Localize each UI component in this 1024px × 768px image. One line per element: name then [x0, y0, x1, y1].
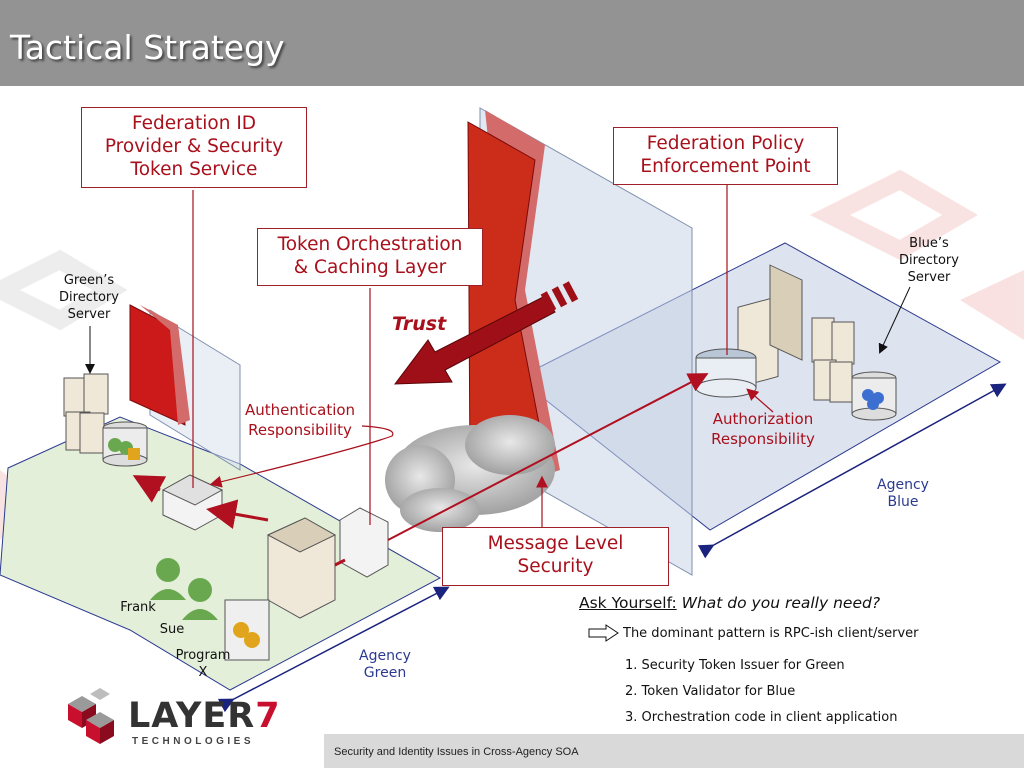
- auth-resp-line2: Responsibility: [248, 421, 352, 439]
- ask-question: What do you really need?: [681, 594, 881, 612]
- title-bar: Tactical Strategy: [0, 0, 1024, 86]
- agency-green-label: Agency Green: [350, 648, 420, 682]
- program-x-label: Program X: [168, 647, 238, 681]
- federation-id-line2: Provider & Security: [104, 136, 284, 157]
- network-cloud: [385, 415, 555, 532]
- fed-policy-line2: Enforcement Point: [640, 156, 811, 177]
- greens-dir-line3: Server: [67, 307, 111, 322]
- needs-list: 1. Security Token Issuer for Green 2. To…: [625, 653, 897, 731]
- program-line1: Program: [175, 648, 231, 663]
- agency-blue-label: Agency Blue: [868, 477, 938, 511]
- federation-id-line3: Token Service: [130, 159, 258, 180]
- federation-policy-box: Federation Policy Enforcement Point: [613, 127, 838, 185]
- slide-title: Tactical Strategy: [10, 28, 285, 67]
- arrow-right-icon: [588, 624, 619, 642]
- green-directory-server-icon: [63, 373, 148, 467]
- program-line2: X: [198, 665, 208, 680]
- trust-arrow: [393, 281, 579, 385]
- dominant-pattern-text: The dominant pattern is RPC-ish client/s…: [623, 626, 919, 641]
- auth-resp-line1: Authentication: [244, 401, 356, 419]
- token-orch-line1: Token Orchestration: [277, 234, 463, 255]
- message-level-line1: Message Level: [487, 533, 624, 554]
- green-app-server-icon: [266, 517, 337, 619]
- agency-green-line2: Green: [363, 665, 407, 681]
- footer-bar: Security and Identity Issues in Cross-Ag…: [324, 734, 1024, 768]
- callout-line-auth: [209, 425, 394, 488]
- agency-green-line1: Agency: [359, 648, 411, 664]
- cube-logo-icon: [68, 688, 114, 744]
- users-icon: [150, 558, 218, 620]
- blues-dir-line2: Directory: [899, 253, 959, 268]
- list-item: 3. Orchestration code in client applicat…: [625, 710, 898, 725]
- authorization-responsibility-label: Authorization Responsibility: [695, 409, 831, 449]
- greens-directory-label: Green’s Directory Server: [48, 272, 130, 323]
- token-orch-line2: & Caching Layer: [293, 257, 447, 278]
- frank-label: Frank: [120, 600, 156, 615]
- greens-dir-line2: Directory: [59, 290, 119, 305]
- trust-label: Trust: [392, 313, 447, 335]
- layer7-logo: LAYER7 TECHNOLOGIES: [60, 686, 280, 750]
- greens-dir-line1: Green’s: [63, 273, 115, 288]
- message-level-line2: Security: [517, 556, 594, 577]
- agency-blue-extent: [697, 383, 1007, 559]
- fed-policy-line1: Federation Policy: [646, 133, 805, 154]
- logo-wordmark: LAYER7: [128, 696, 281, 736]
- federation-id-box: Federation ID Provider & Security Token …: [81, 107, 307, 188]
- blues-dir-line1: Blue’s: [909, 236, 949, 251]
- diagram-canvas: [0, 107, 1024, 713]
- logo-word: LAYER: [128, 696, 256, 736]
- connector-app-to-sts: [206, 499, 269, 529]
- authentication-responsibility-label: Authentication Responsibility: [230, 400, 370, 440]
- agency-blue-line1: Agency: [877, 477, 929, 493]
- connector-app-to-cache: [334, 558, 346, 567]
- logo-subtitle: TECHNOLOGIES: [132, 736, 255, 747]
- agency-green-extent: [217, 586, 450, 713]
- message-level-box: Message Level Security: [442, 527, 669, 586]
- connector-cache-to-blue: [387, 373, 709, 541]
- authz-resp-line2: Responsibility: [711, 430, 815, 448]
- list-item: 2. Token Validator for Blue: [625, 684, 796, 699]
- agency-blue-line2: Blue: [887, 494, 919, 510]
- footer-text: Security and Identity Issues in Cross-Ag…: [334, 746, 579, 758]
- blue-policy-server-icon: [695, 264, 803, 398]
- ask-yourself-heading: Ask Yourself: What do you really need?: [579, 594, 880, 612]
- callout-line-blues-dir: [878, 286, 911, 354]
- federation-id-line1: Federation ID: [131, 113, 257, 134]
- sue-label: Sue: [159, 622, 185, 637]
- token-orchestration-box: Token Orchestration & Caching Layer: [257, 228, 483, 286]
- ask-prefix: Ask Yourself:: [579, 594, 677, 612]
- list-item: 1. Security Token Issuer for Green: [625, 658, 845, 673]
- logo-digit: 7: [255, 696, 281, 736]
- authz-resp-line1: Authorization: [712, 410, 814, 428]
- blues-dir-line3: Server: [907, 270, 951, 285]
- blues-directory-label: Blue’s Directory Server: [888, 235, 970, 286]
